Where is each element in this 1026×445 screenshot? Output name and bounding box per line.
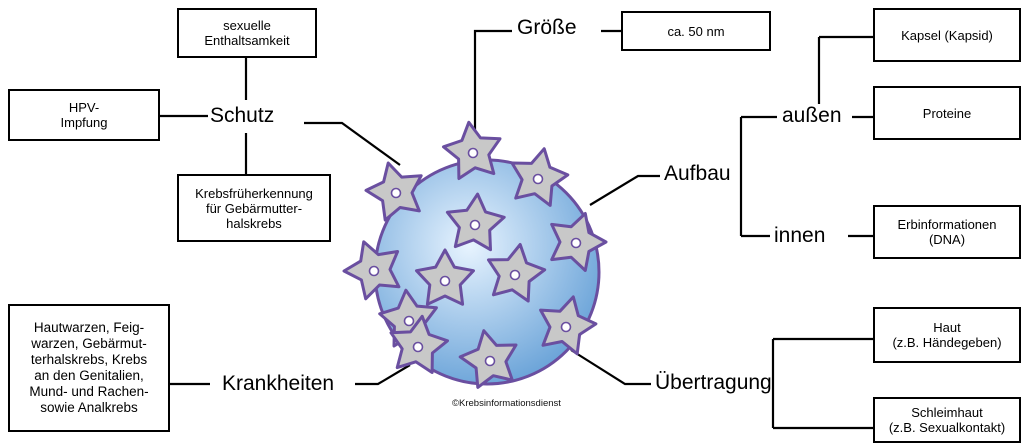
box-proteine: Proteine (873, 86, 1021, 140)
label-innen: innen (774, 224, 826, 247)
label-groesse: Größe (517, 16, 577, 39)
box-haut: Haut (z.B. Händegeben) (873, 307, 1021, 363)
capsid-star-center-9 (403, 315, 415, 327)
box-erbinformationen: Erbinformationen (DNA) (873, 205, 1021, 259)
capsid-star-center-4 (469, 219, 481, 231)
line-groesse (473, 29, 512, 138)
capsid-star-center-8 (509, 269, 521, 281)
capsid-star-center-2 (532, 173, 544, 185)
capsid-star-center-1 (467, 147, 479, 159)
capsid-star-center-5 (570, 237, 582, 249)
line-krankheiten-center (355, 364, 411, 386)
capsid-proteins (342, 120, 608, 389)
box-krankheiten: Hautwarzen, Feig- warzen, Gebärmut- terh… (8, 304, 170, 432)
box-groesse: ca. 50 nm (621, 11, 771, 51)
capsid-star-center-12 (484, 355, 496, 367)
box-schleimhaut: Schleimhaut (z.B. Sexualkontakt) (873, 397, 1021, 443)
capsid-star-center-6 (368, 265, 380, 277)
label-krankheiten: Krankheiten (222, 372, 335, 395)
capsid-star-center-10 (560, 321, 572, 333)
capsid-star-center-7 (439, 275, 451, 287)
label-aufbau: Aufbau (664, 162, 731, 185)
box-schutz-frueherkennung: Krebsfrüherkennung für Gebärmutter- hals… (177, 174, 331, 242)
line-aufbau-center (589, 174, 660, 206)
credit-text: ©Krebsinformationsdienst (452, 398, 561, 409)
box-kapsel: Kapsel (Kapsid) (873, 8, 1021, 62)
label-schutz: Schutz (210, 104, 275, 127)
box-schutz-enthaltsamkeit: sexuelle Enthaltsamkeit (177, 8, 317, 58)
line-schutz-center (304, 121, 401, 166)
capsid-star-center-3 (390, 187, 402, 199)
label-uebertragung: Übertragung (655, 371, 772, 394)
capsid-star-center-11 (412, 341, 424, 353)
box-schutz-impfung: HPV- Impfung (8, 89, 160, 141)
line-uebertragung-center (570, 349, 651, 386)
label-aussen: außen (782, 104, 842, 127)
